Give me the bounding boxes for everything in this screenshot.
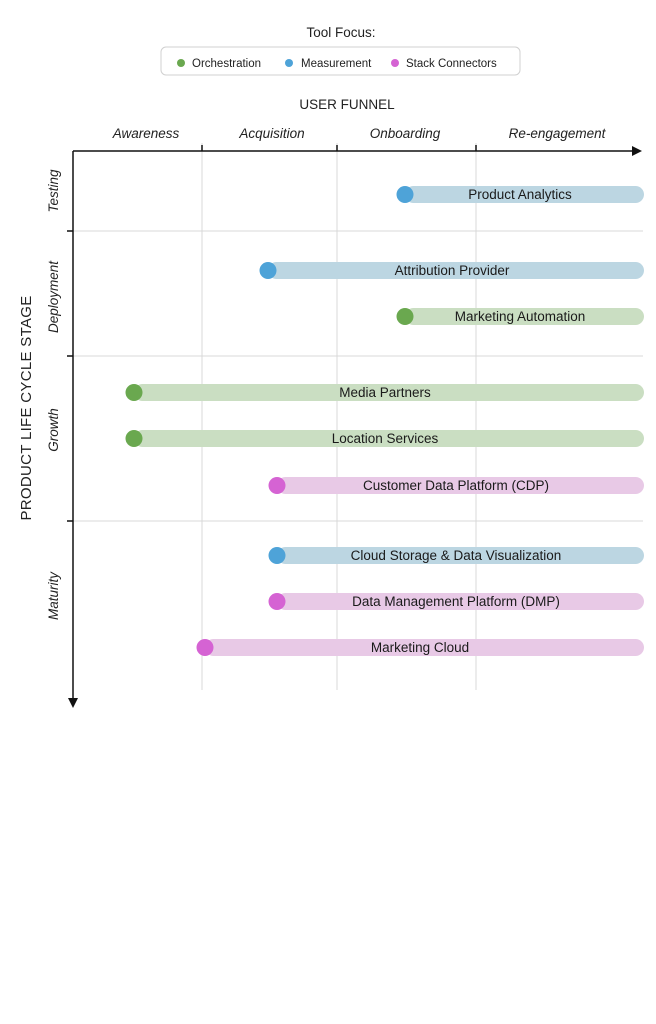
y-axis-title: PRODUCT LIFE CYCLE STAGE <box>18 295 35 520</box>
row-label-maturity: Maturity <box>46 571 61 620</box>
bar-track <box>134 384 644 401</box>
legend-label-measurement: Measurement <box>301 58 372 70</box>
orchestration-dot-icon <box>125 384 143 401</box>
bar-media-partners: Media Partners <box>125 384 644 401</box>
bar-attribution-provider: Attribution Provider <box>259 262 644 279</box>
bar-label: Attribution Provider <box>395 263 510 278</box>
stack-connectors-dot-icon <box>268 593 286 610</box>
column-header-onboarding: Onboarding <box>370 126 441 141</box>
bar-cloud-storage: Cloud Storage & Data Visualization <box>268 547 644 564</box>
bar-label: Media Partners <box>339 385 431 400</box>
axis-ticks <box>67 145 477 522</box>
bar-label: Data Management Platform (DMP) <box>352 594 560 609</box>
legend-box <box>160 46 521 76</box>
column-header-awareness: Awareness <box>112 126 180 141</box>
legend-item-orchestration: Orchestration <box>177 58 261 70</box>
bar-track <box>277 477 644 494</box>
column-header-acquisition: Acquisition <box>238 126 304 141</box>
bar-data-management-platform: Data Management Platform (DMP) <box>268 593 644 610</box>
measurement-dot-icon <box>268 547 286 564</box>
legend-item-measurement: Measurement <box>285 58 372 70</box>
bar-customer-data-platform: Customer Data Platform (CDP) <box>268 477 644 494</box>
bar-track <box>134 430 644 447</box>
column-header-re-engagement: Re-engagement <box>509 126 607 141</box>
legend-label-stack-connectors: Stack Connectors <box>406 58 497 70</box>
bar-track <box>205 639 644 656</box>
row-label-testing: Testing <box>46 169 61 213</box>
stack-connectors-dot-icon <box>268 477 286 494</box>
bar-track <box>268 262 644 279</box>
measurement-dot-icon <box>285 59 293 67</box>
x-axis-title: USER FUNNEL <box>299 97 395 112</box>
orchestration-dot-icon <box>177 59 185 67</box>
stack-connectors-dot-icon <box>196 639 214 656</box>
bar-label: Customer Data Platform (CDP) <box>363 478 549 493</box>
row-label-growth: Growth <box>46 408 61 452</box>
legend-item-stack-connectors: Stack Connectors <box>391 58 497 70</box>
bar-label: Cloud Storage & Data Visualization <box>351 548 562 563</box>
orchestration-dot-icon <box>396 308 414 325</box>
bar-track <box>277 593 644 610</box>
bar-location-services: Location Services <box>125 430 644 447</box>
row-label-deployment: Deployment <box>46 260 61 333</box>
bar-label: Marketing Automation <box>455 309 586 324</box>
bar-label: Marketing Cloud <box>371 640 469 655</box>
bar-marketing-automation: Marketing Automation <box>396 308 644 325</box>
measurement-dot-icon <box>396 186 414 203</box>
bar-track <box>405 308 644 325</box>
orchestration-dot-icon <box>125 430 143 447</box>
bar-label: Product Analytics <box>468 187 572 202</box>
bar-label: Location Services <box>332 431 439 446</box>
legend-title: Tool Focus: <box>306 25 375 40</box>
measurement-dot-icon <box>259 262 277 279</box>
bar-marketing-cloud: Marketing Cloud <box>196 639 644 656</box>
legend-label-orchestration: Orchestration <box>192 58 261 70</box>
bar-product-analytics: Product Analytics <box>396 186 644 203</box>
bar-track <box>405 186 644 203</box>
bar-track <box>277 547 644 564</box>
stack-connectors-dot-icon <box>391 59 399 67</box>
